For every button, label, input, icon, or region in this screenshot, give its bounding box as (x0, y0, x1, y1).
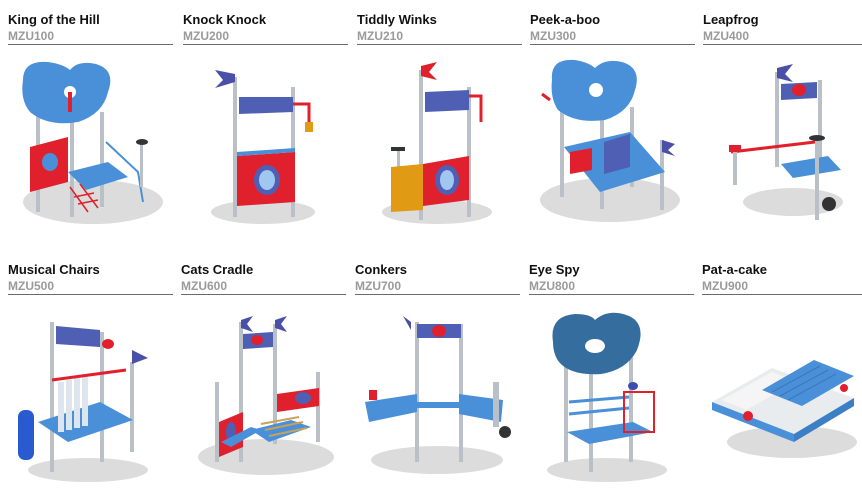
product-image[interactable] (702, 302, 862, 482)
divider (702, 294, 862, 295)
divider (530, 44, 695, 45)
product-name: Conkers (355, 262, 408, 277)
divider (181, 294, 346, 295)
product-code: MZU700 (355, 279, 402, 293)
product-code: MZU100 (8, 29, 55, 43)
divider (703, 44, 862, 45)
product-code: MZU500 (8, 279, 55, 293)
divider (8, 44, 173, 45)
divider (183, 44, 348, 45)
product-image[interactable] (529, 302, 694, 482)
product-name: Tiddly Winks (357, 12, 437, 27)
product-code: MZU300 (530, 29, 577, 43)
product-name: Musical Chairs (8, 262, 100, 277)
product-card[interactable]: Pat-a-cake MZU900 (702, 262, 862, 502)
product-image[interactable] (8, 52, 173, 232)
product-name: Cats Cradle (181, 262, 254, 277)
product-image[interactable] (703, 52, 862, 232)
product-image[interactable] (357, 52, 522, 232)
product-name: Leapfrog (703, 12, 759, 27)
product-code: MZU800 (529, 279, 576, 293)
product-code: MZU600 (181, 279, 228, 293)
product-image[interactable] (530, 52, 695, 232)
divider (8, 294, 173, 295)
product-name: Knock Knock (183, 12, 267, 27)
product-card[interactable]: Cats Cradle MZU600 (181, 262, 346, 502)
product-name: Peek-a-boo (530, 12, 601, 27)
product-code: MZU900 (702, 279, 749, 293)
product-card[interactable]: Peek-a-boo MZU300 (530, 12, 695, 252)
product-card[interactable]: Conkers MZU700 (355, 262, 520, 502)
divider (355, 294, 520, 295)
product-code: MZU400 (703, 29, 750, 43)
product-name: Pat-a-cake (702, 262, 768, 277)
product-code: MZU200 (183, 29, 230, 43)
divider (357, 44, 522, 45)
product-image[interactable] (355, 302, 520, 482)
product-image[interactable] (181, 302, 346, 482)
product-name: Eye Spy (529, 262, 580, 277)
product-card[interactable]: King of the Hill MZU100 (8, 12, 173, 252)
product-card[interactable]: Eye Spy MZU800 (529, 262, 694, 502)
product-name: King of the Hill (8, 12, 100, 27)
product-card[interactable]: Tiddly Winks MZU210 (357, 12, 522, 252)
product-card[interactable]: Leapfrog MZU400 (703, 12, 862, 252)
product-card[interactable]: Knock Knock MZU200 (183, 12, 348, 252)
divider (529, 294, 694, 295)
product-image[interactable] (8, 302, 173, 482)
product-card[interactable]: Musical Chairs MZU500 (8, 262, 173, 502)
product-code: MZU210 (357, 29, 404, 43)
product-image[interactable] (183, 52, 348, 232)
